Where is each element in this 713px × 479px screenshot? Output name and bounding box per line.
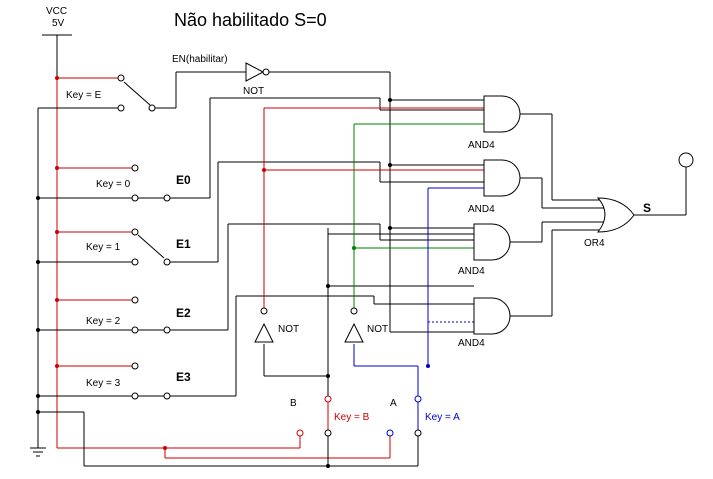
switch-e1[interactable]: Key = 1 E1	[86, 161, 484, 266]
and-gate-4: AND4	[458, 229, 604, 349]
switch-e3-signal: E3	[176, 370, 191, 384]
enable-key-label: Key = E	[66, 90, 102, 101]
select-a-lines	[352, 123, 484, 396]
and-gate-1: AND4	[468, 95, 604, 201]
switch-e1-blade	[137, 234, 165, 259]
output-indicator-icon	[678, 152, 694, 168]
and-gate-2-label: AND4	[468, 204, 495, 215]
diagram-title: Não habilitado S=0	[174, 10, 327, 30]
switch-e3-key: Key = 3	[86, 378, 121, 389]
select-b-not-label: NOT	[278, 324, 299, 335]
switch-e2-signal: E2	[176, 306, 191, 320]
switch-e2[interactable]: Key = 2 E2	[86, 223, 474, 334]
vcc-source: VCC 5V	[42, 6, 72, 78]
select-b-lines	[262, 107, 484, 396]
or-gate-label: OR4	[584, 238, 605, 249]
enable-switch-blade	[123, 81, 151, 106]
and-gate-4-label: AND4	[458, 338, 485, 349]
select-b-not-gate: NOT	[254, 307, 299, 343]
enable-not-gate: EN(habilitar) NOT	[172, 54, 484, 333]
or-gate: OR4	[584, 166, 687, 249]
enable-not-label: NOT	[243, 86, 264, 97]
select-a-not-gate: NOT	[344, 307, 388, 343]
switch-e0[interactable]: Key = 0 E0	[96, 97, 484, 202]
switch-e1-key: Key = 1	[86, 242, 121, 253]
output-label: S	[643, 201, 651, 215]
select-b-switch[interactable]: B Key = B	[290, 395, 370, 437]
select-b-name: B	[290, 398, 297, 409]
enable-switch[interactable]: Key = E	[66, 71, 246, 112]
vcc-voltage: 5V	[52, 18, 65, 29]
select-a-not-label: NOT	[367, 324, 388, 335]
vcc-rail	[55, 76, 391, 459]
select-a-key: Key = A	[425, 412, 460, 423]
switch-e0-signal: E0	[176, 173, 191, 187]
and-gate-3-label: AND4	[458, 266, 485, 277]
select-a-name: A	[390, 398, 397, 409]
select-a-switch[interactable]: A Key = A	[386, 395, 460, 437]
enable-label: EN(habilitar)	[172, 54, 228, 65]
switch-e3[interactable]: Key = 3 E3	[86, 295, 474, 400]
output-probe: S	[643, 152, 694, 215]
switch-e1-signal: E1	[176, 237, 191, 251]
select-b-key: Key = B	[334, 412, 370, 423]
and-gate-3: AND4	[458, 221, 604, 277]
and-gate-1-label: AND4	[468, 140, 495, 151]
switch-e0-key: Key = 0	[96, 179, 131, 190]
and-gate-2: AND4	[468, 159, 604, 215]
switch-e2-key: Key = 2	[86, 316, 121, 327]
ground-rail	[30, 107, 419, 468]
vcc-label: VCC	[46, 6, 67, 17]
